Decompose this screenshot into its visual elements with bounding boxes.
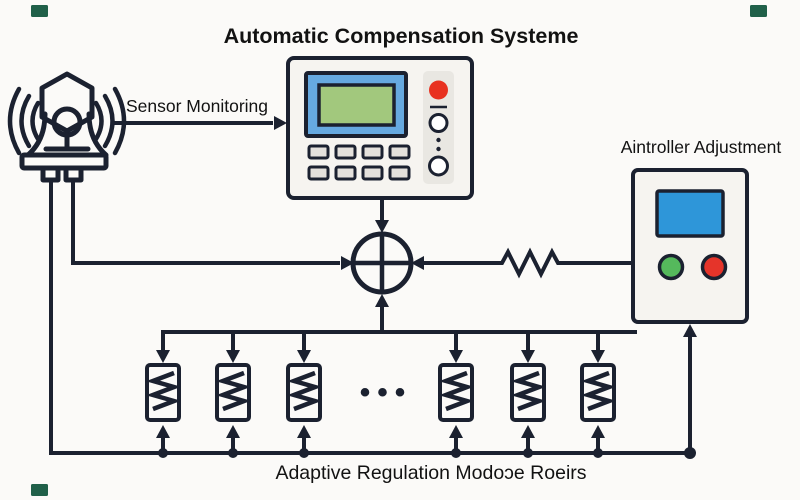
vibration-sensor-icon bbox=[7, 71, 127, 183]
arrowhead bbox=[226, 425, 240, 438]
arrowhead bbox=[591, 350, 605, 363]
arrowhead bbox=[297, 350, 311, 363]
arrowhead bbox=[521, 425, 535, 438]
sensor-head bbox=[39, 71, 95, 134]
connector-top-bus bbox=[161, 330, 637, 352]
junction-dot bbox=[451, 448, 461, 458]
panel-button bbox=[334, 165, 357, 181]
junction-dot bbox=[158, 448, 168, 458]
corner-marker bbox=[31, 484, 48, 496]
red-button-icon bbox=[700, 253, 728, 281]
arrowhead bbox=[375, 294, 389, 307]
arrowhead bbox=[591, 425, 605, 438]
regulation-module bbox=[288, 365, 320, 420]
bottom-caption: Adaptive Regulation Modoɔe Roeirs bbox=[275, 462, 586, 484]
sensor-monitoring-label: Sensor Monitoring bbox=[126, 96, 268, 116]
arrowhead bbox=[449, 425, 463, 438]
connector-feedback-bus bbox=[49, 181, 690, 455]
panel-button bbox=[388, 165, 411, 181]
panel-button bbox=[334, 144, 357, 160]
arrowhead bbox=[156, 350, 170, 363]
sensor-shoulder-left bbox=[25, 111, 48, 158]
regulation-module bbox=[147, 365, 179, 420]
panel-side-strip bbox=[423, 71, 454, 184]
dial-icon bbox=[428, 113, 449, 133]
regulation-module bbox=[440, 365, 472, 420]
diagram-title: Automatic Compensation Systeme bbox=[224, 24, 579, 48]
corner-marker bbox=[31, 5, 48, 17]
panel-button bbox=[388, 144, 411, 160]
modules-ellipsis: ••• bbox=[360, 376, 413, 409]
junction-dot bbox=[299, 448, 309, 458]
resistor-icon bbox=[424, 247, 633, 279]
sensor-base bbox=[19, 152, 109, 171]
junction-dot bbox=[228, 448, 238, 458]
lcd-screen bbox=[317, 83, 396, 127]
dial-icon bbox=[428, 155, 449, 177]
arrowhead bbox=[297, 425, 311, 438]
panel-keypad bbox=[307, 144, 411, 181]
sensor-leg bbox=[63, 165, 84, 183]
arrowhead bbox=[683, 324, 697, 337]
arrowhead bbox=[226, 350, 240, 363]
indicator-light-icon bbox=[429, 80, 448, 100]
controller-box bbox=[631, 168, 749, 324]
arrowheads bbox=[156, 116, 697, 459]
summing-junction-icon bbox=[350, 231, 414, 295]
sensor-leg bbox=[40, 165, 61, 183]
regulation-module bbox=[582, 365, 614, 420]
panel-button bbox=[361, 165, 384, 181]
corner-marker bbox=[750, 5, 767, 17]
arrowhead bbox=[156, 425, 170, 438]
green-button-icon bbox=[657, 253, 685, 281]
arrowhead bbox=[375, 220, 389, 233]
regulation-module bbox=[512, 365, 544, 420]
corner-markers bbox=[31, 5, 767, 496]
controller-adjustment-label: Aintroller Adjustment bbox=[621, 137, 782, 157]
arrowhead bbox=[521, 350, 535, 363]
junction-dot bbox=[593, 448, 603, 458]
controller-screen bbox=[655, 189, 725, 238]
junction-dot bbox=[523, 448, 533, 458]
compensation-panel bbox=[286, 56, 474, 200]
regulation-module bbox=[217, 365, 249, 420]
junction-dot bbox=[684, 447, 696, 459]
arrowhead bbox=[449, 350, 463, 363]
panel-button bbox=[307, 165, 330, 181]
sensor-shoulder-right bbox=[86, 111, 109, 158]
arrowhead bbox=[274, 116, 287, 130]
panel-button bbox=[307, 144, 330, 160]
connector-sensor-to-junction bbox=[71, 181, 340, 265]
panel-button bbox=[361, 144, 384, 160]
